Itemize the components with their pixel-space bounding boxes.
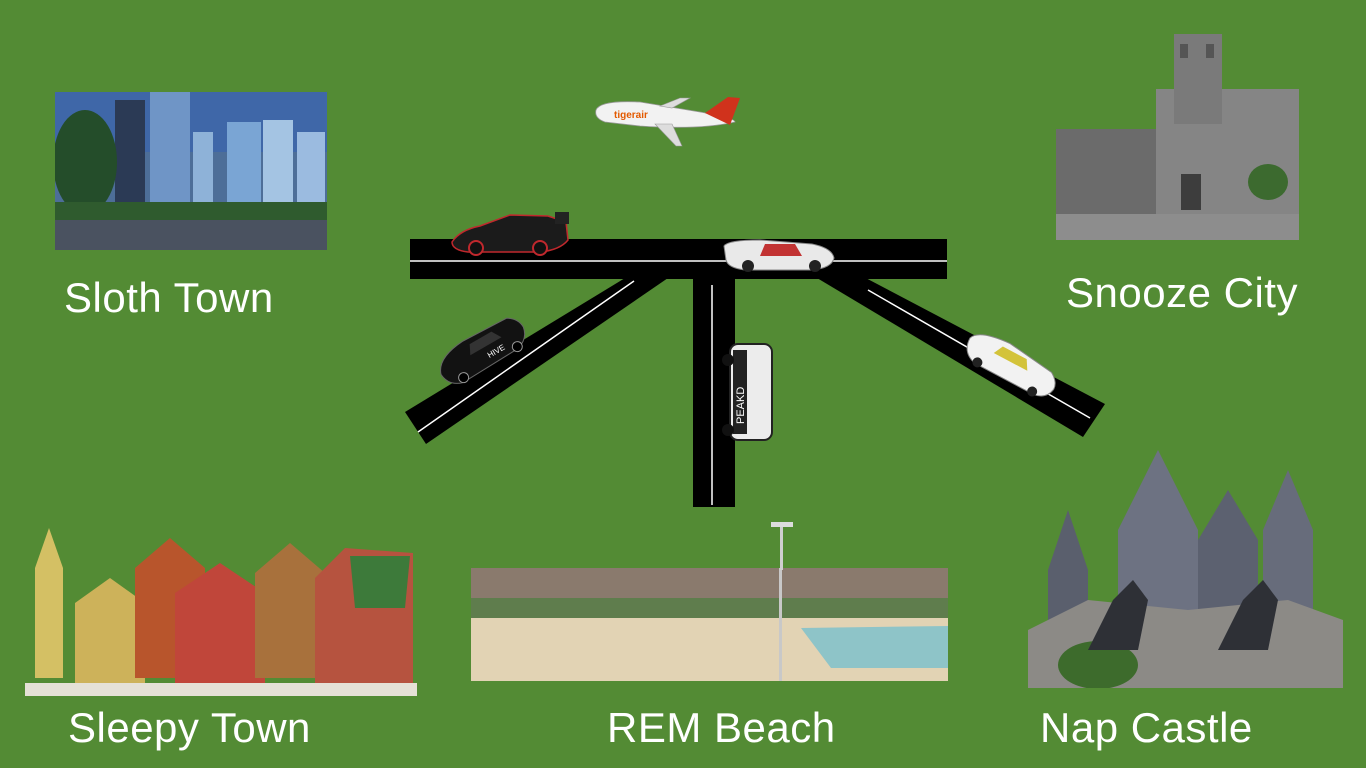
sleepy-town-photo: [25, 508, 417, 696]
left-road-lane-line: [417, 280, 635, 433]
white-hive-car: [966, 334, 1056, 397]
airplane-livery-text: tigerair: [614, 110, 648, 121]
rem-beach-photo: [471, 568, 948, 681]
black-race-car: [451, 212, 569, 256]
vertical-road: [693, 275, 735, 507]
van-livery-text: PEAKD: [735, 387, 747, 424]
sleepy-town-label: Sleepy Town: [68, 704, 311, 751]
lamp-post: [780, 524, 783, 570]
lamp-post-head: [771, 522, 793, 527]
rem-beach-label: REM Beach: [607, 704, 836, 751]
left-diagonal-road: [405, 275, 668, 444]
black-hive-car: HIVE: [440, 317, 526, 384]
right-diagonal-road: [812, 275, 1105, 437]
nap-castle-label: Nap Castle: [1040, 704, 1253, 751]
snooze-city-label: Snooze City: [1066, 269, 1298, 316]
nap-castle-photo: [1028, 450, 1343, 688]
peakd-van: PEAKD: [722, 343, 773, 441]
snooze-city-photo: [1056, 34, 1299, 240]
sloth-town-label: Sloth Town: [64, 274, 274, 321]
white-race-car: [723, 239, 835, 272]
sloth-town-photo: [55, 92, 327, 250]
airplane: tigerair: [595, 97, 740, 147]
